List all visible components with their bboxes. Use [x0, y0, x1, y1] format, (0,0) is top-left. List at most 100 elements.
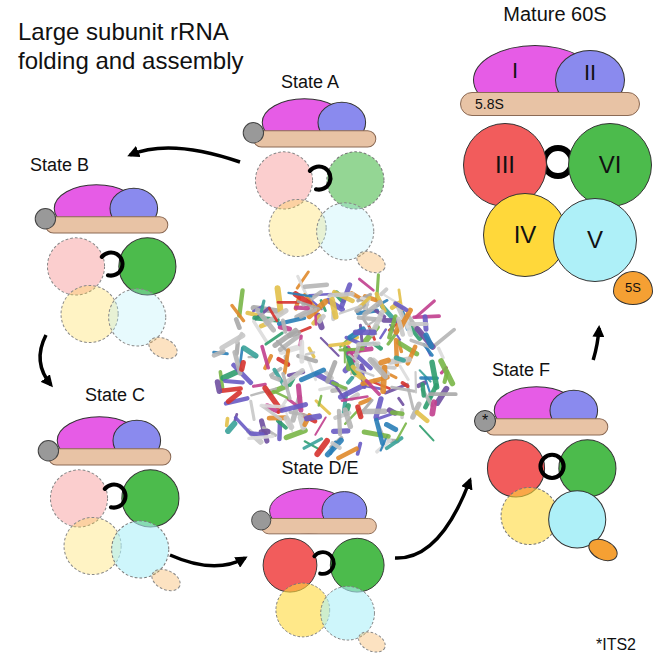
rna-helix — [400, 366, 408, 379]
rna-helix — [420, 426, 433, 440]
assembly-cartoon — [38, 417, 183, 595]
rrna-band — [253, 131, 375, 147]
rna-helix — [344, 343, 346, 362]
assembly-cartoon — [485, 387, 620, 565]
rna-helix — [410, 322, 426, 326]
rna-helix — [286, 418, 291, 427]
rna-helix — [392, 387, 414, 391]
rrna-band — [485, 419, 607, 435]
rna-helix — [262, 347, 268, 368]
rna-helix — [298, 302, 319, 309]
rna-helix — [328, 363, 335, 382]
assembly-cartoon — [243, 99, 388, 277]
rna-helix — [232, 306, 243, 321]
rna-helix — [333, 443, 340, 448]
domain-label: I — [512, 58, 518, 83]
rna-helix — [403, 383, 408, 386]
rna-helix — [317, 441, 327, 454]
5s-blob — [148, 565, 183, 595]
state-label: State B — [25, 155, 165, 176]
rna-helix — [242, 363, 244, 370]
transition-arrow — [40, 335, 51, 385]
domain-circle — [122, 470, 179, 527]
rna-helix — [439, 348, 443, 357]
rna-helix — [288, 293, 311, 297]
state-group: State A — [240, 72, 380, 272]
rna-helix — [392, 413, 402, 414]
rna-helix — [387, 425, 396, 430]
rna-helix — [356, 329, 374, 335]
domain-label: 5S — [625, 281, 641, 296]
rna-helix — [261, 301, 263, 311]
rna-helix — [365, 302, 381, 314]
rna-helix — [244, 348, 256, 356]
rna-helix — [339, 411, 340, 434]
rna-helix — [342, 396, 367, 400]
rna-helix — [273, 391, 288, 398]
assembly-cartoon — [35, 185, 180, 363]
arc — [314, 552, 333, 574]
rna-helix — [436, 330, 454, 345]
rna-helix — [366, 381, 379, 394]
rna-helix — [315, 417, 325, 434]
rna-helix — [283, 321, 285, 332]
state-group: State B — [25, 155, 165, 335]
rna-helix — [432, 362, 437, 387]
rrna-band: 5.8S — [460, 92, 640, 116]
5s-blob: 5S — [613, 271, 653, 305]
rna-helix — [349, 355, 359, 363]
rna-helix — [299, 327, 310, 332]
5s-blob — [355, 628, 388, 656]
its2-circle — [38, 441, 58, 461]
rna-helix — [381, 360, 388, 362]
ring — [540, 455, 563, 478]
domain-circle — [327, 152, 384, 209]
rna-helix — [399, 398, 403, 404]
rna-helix — [282, 405, 305, 411]
rna-helix — [328, 440, 341, 454]
rna-helix — [340, 306, 361, 313]
rna-helix — [285, 350, 289, 373]
rna-helix — [381, 289, 386, 294]
rna-helix — [397, 423, 406, 439]
rna-helix — [301, 310, 316, 317]
5s-blob — [585, 535, 620, 565]
rna-helix — [278, 421, 286, 428]
rrna-band — [45, 217, 167, 233]
mature-subunit: Mature 60SIII5.8SIIIVIIVV5S — [455, 3, 655, 328]
rna-helix — [217, 382, 219, 391]
rna-helix — [398, 319, 402, 335]
rna-helix — [225, 381, 243, 383]
rna-helix — [420, 370, 431, 381]
domain-label: III — [495, 151, 515, 179]
state-label: State D/E — [245, 458, 395, 479]
rna-helix — [376, 399, 381, 417]
5s-blob — [353, 247, 388, 277]
ribosome-structure — [214, 272, 456, 458]
domain-label: 5.8S — [475, 96, 504, 112]
domain-circle: VI — [568, 123, 652, 207]
rna-helix — [286, 413, 292, 431]
rna-helix — [239, 290, 242, 315]
rna-helix — [269, 308, 277, 320]
rna-helix — [330, 343, 349, 345]
rna-helix — [364, 432, 388, 436]
rna-helix — [432, 402, 434, 413]
rna-helix — [319, 396, 321, 405]
domain-circle — [330, 538, 384, 592]
rna-helix — [345, 410, 350, 426]
rna-helix — [358, 342, 378, 347]
rna-helix — [332, 300, 336, 317]
its2-circle — [35, 209, 55, 229]
rna-helix — [359, 279, 373, 290]
rna-helix — [395, 303, 406, 309]
rna-helix — [265, 388, 278, 406]
rna-helix — [358, 407, 361, 417]
rna-helix — [225, 419, 230, 426]
rna-helix — [333, 383, 346, 388]
rna-helix — [417, 329, 432, 347]
rna-helix — [426, 335, 431, 346]
arc — [310, 167, 331, 190]
rrna-band — [48, 449, 170, 465]
